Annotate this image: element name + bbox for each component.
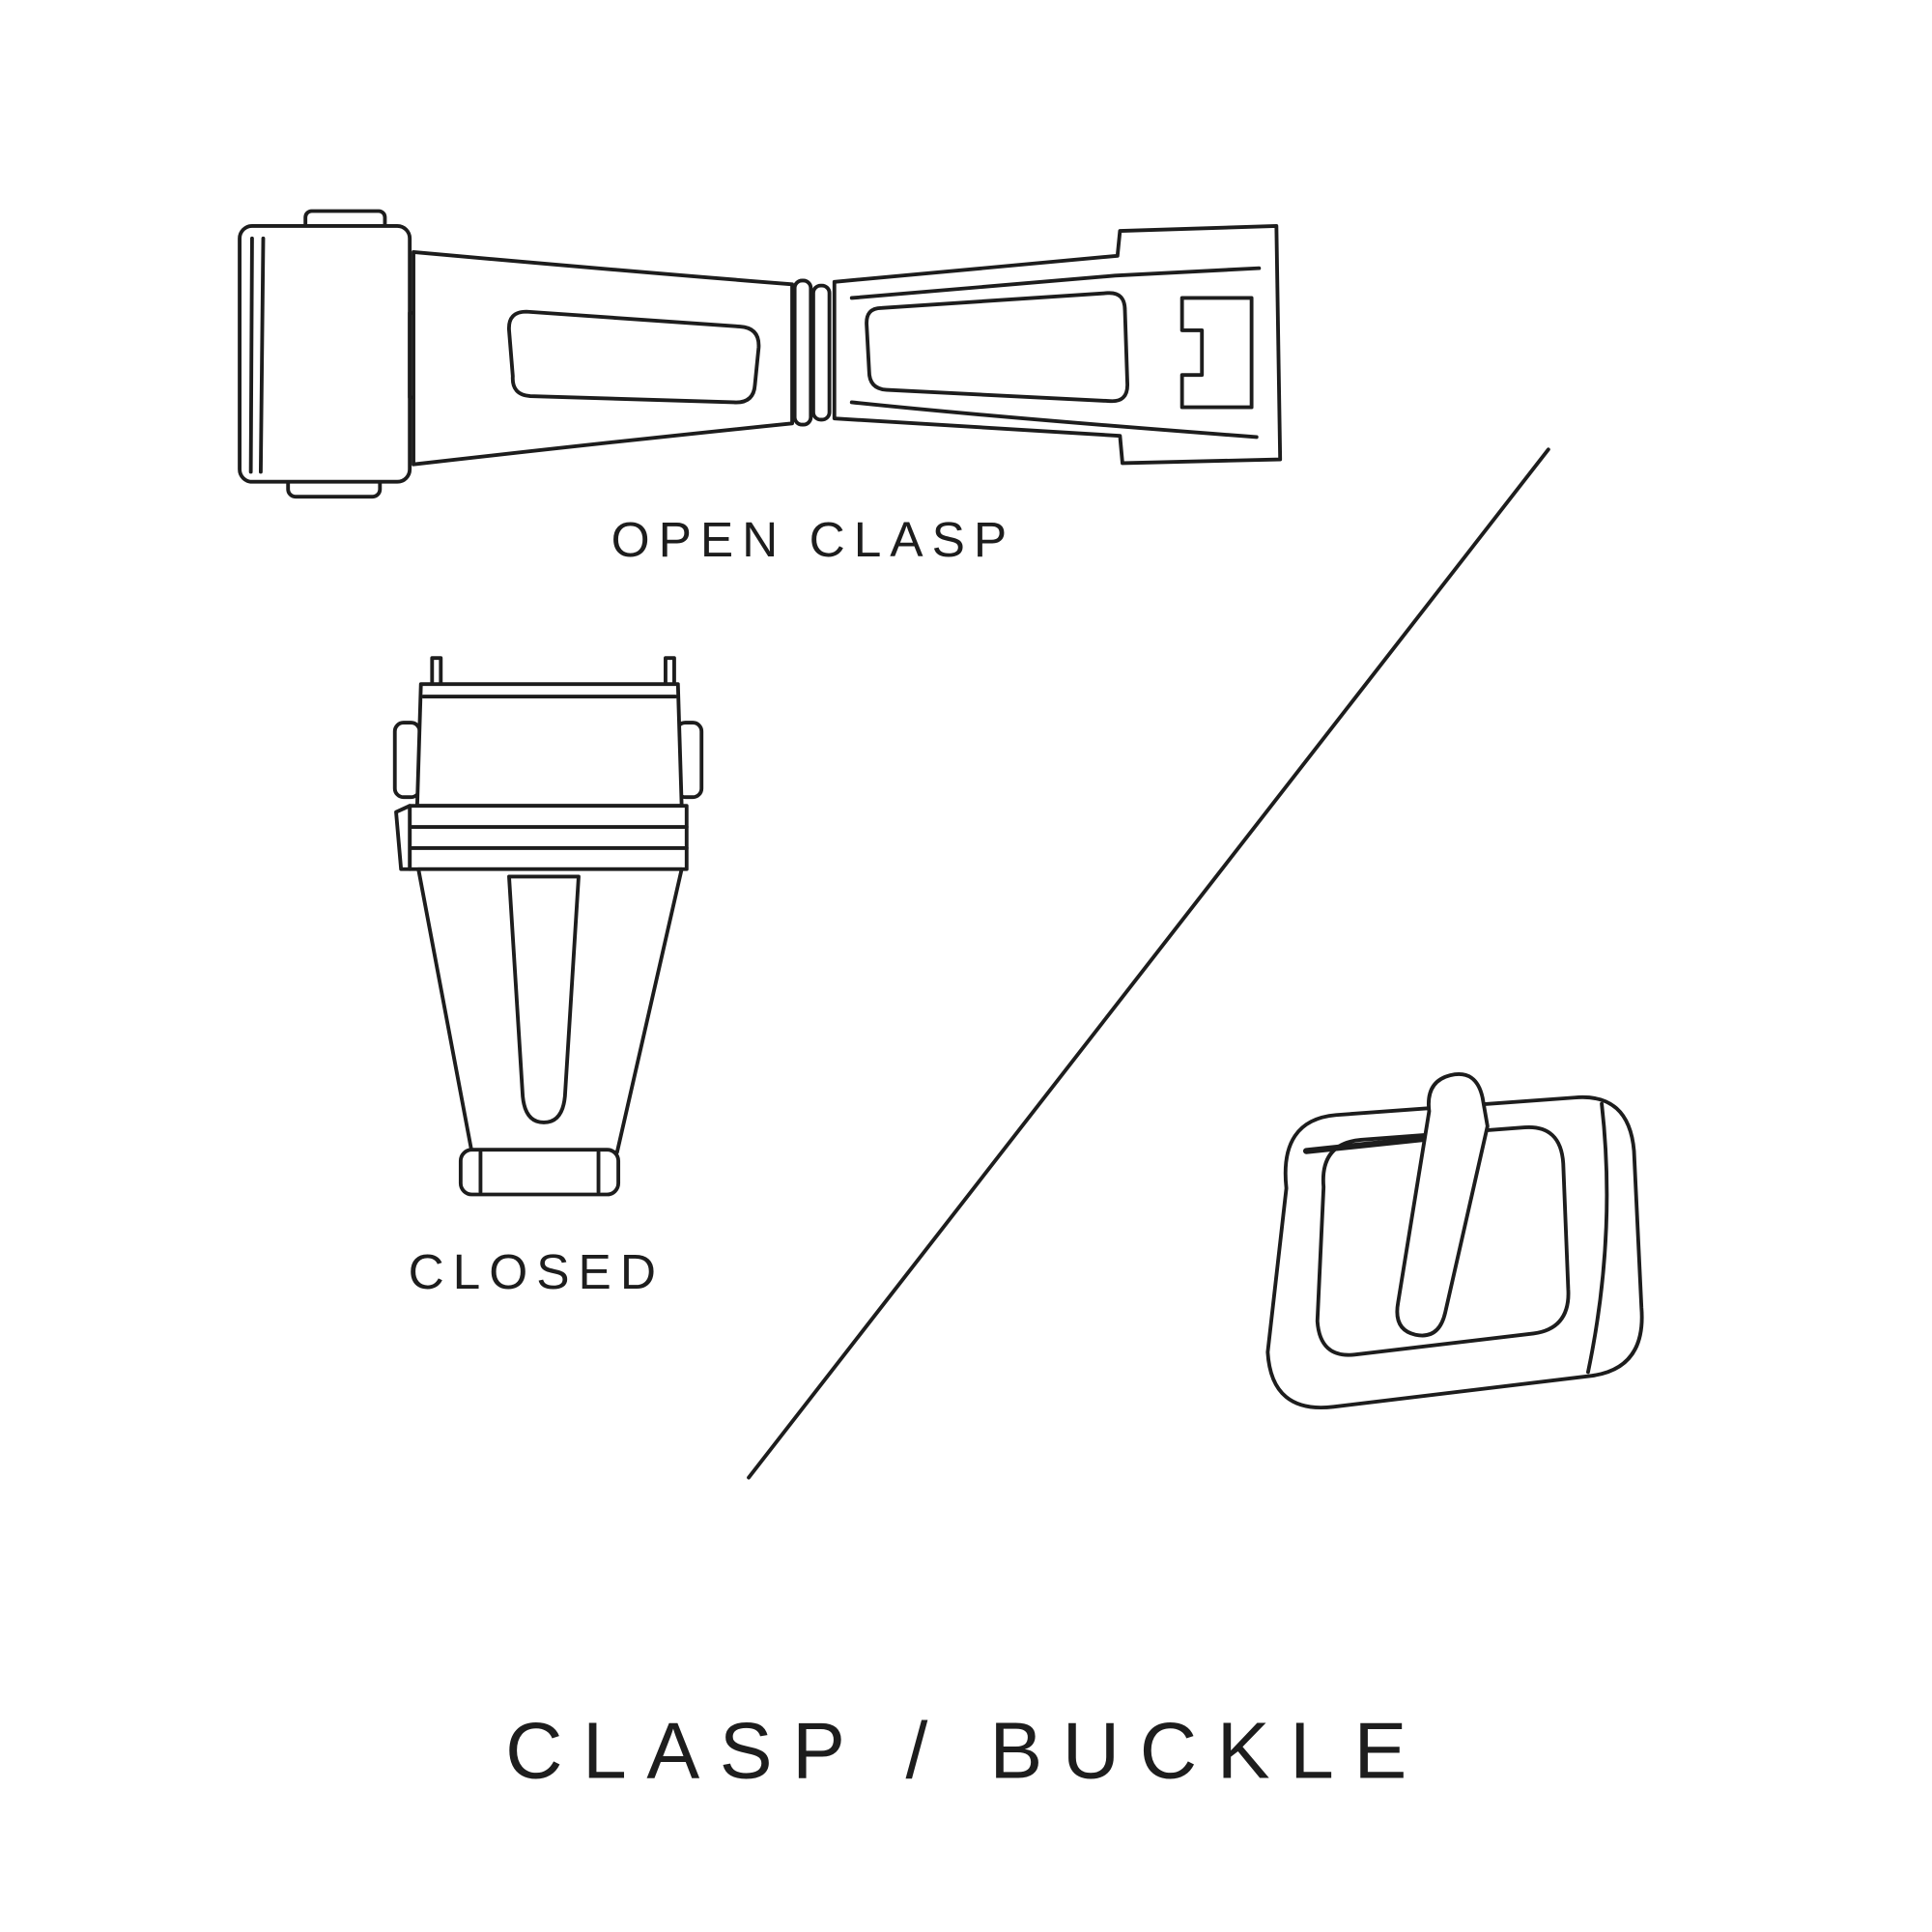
open-clasp-label: OPEN CLASP — [611, 511, 1016, 567]
open-clasp-hinge — [810, 283, 832, 422]
closed-clasp-label: CLOSED — [409, 1243, 665, 1299]
closed-clasp-end-bar — [458, 1148, 621, 1197]
open-clasp-right-latch — [1179, 296, 1254, 410]
open-clasp-fold-block — [238, 224, 412, 484]
pin-buckle-illustration — [1265, 1072, 1644, 1410]
buckle-tongue — [1395, 1072, 1490, 1338]
open-clasp-right-arm — [832, 224, 1283, 466]
buckle-pin — [1302, 1135, 1429, 1154]
open-clasp-illustration — [238, 209, 1283, 499]
divider-line — [747, 447, 1550, 1480]
closed-clasp-illustration — [392, 656, 704, 1197]
closed-clasp-top-block — [414, 682, 684, 809]
page-title: CLASP / BUCKLE — [505, 1708, 1427, 1796]
open-clasp-hinge — [792, 278, 813, 427]
open-clasp-left-arm — [412, 249, 794, 467]
closed-clasp-body — [416, 867, 684, 1154]
closed-clasp-band — [408, 804, 689, 871]
